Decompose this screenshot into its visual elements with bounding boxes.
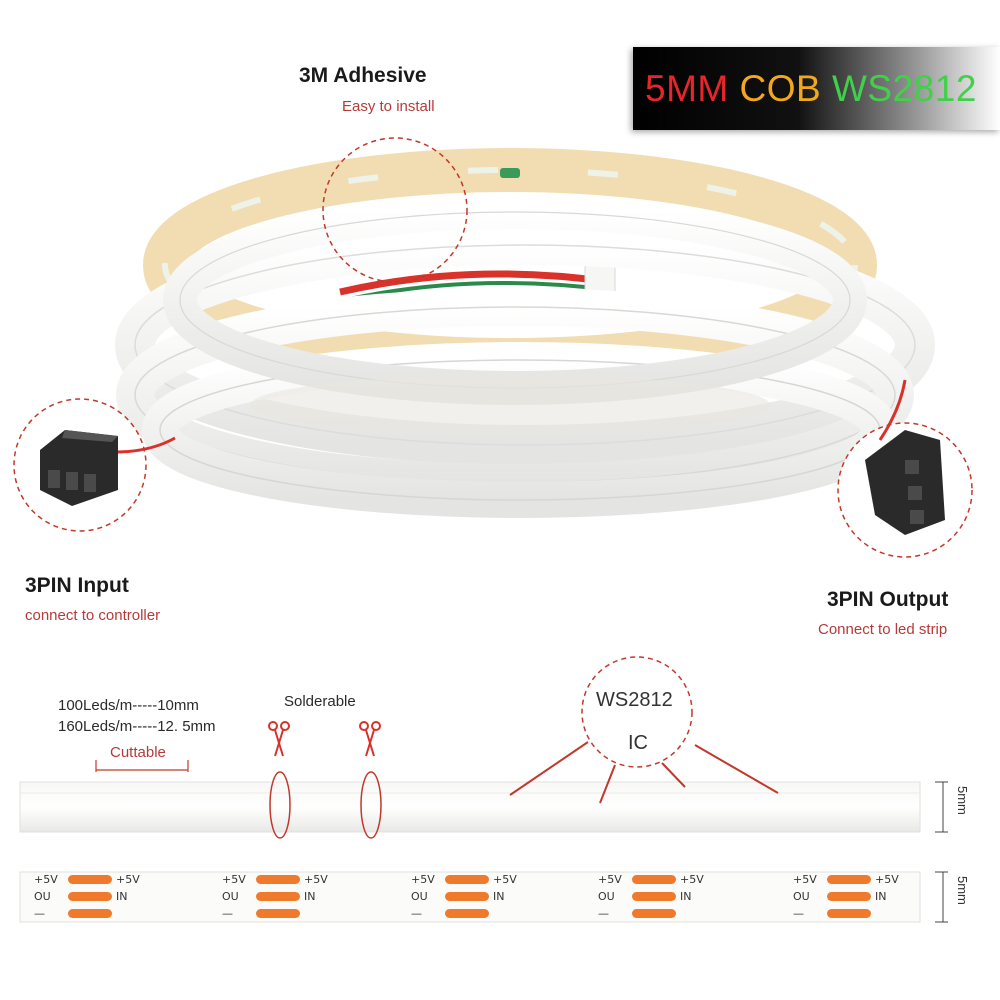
pad-label: IN [875,890,887,903]
pad-label: IN [493,890,505,903]
solderable-label: Solderable [284,693,356,710]
adhesive-title: 3M Adhesive [299,64,427,87]
adhesive-subtitle: Easy to install [342,98,435,115]
spec-100leds: 100Leds/m-----10mm [58,697,199,714]
solder-pad [632,892,676,901]
pad-label: — [793,907,804,920]
solder-pad [256,892,300,901]
product-title: 5MM COB WS2812 [645,68,977,110]
pad-label: +5V [875,873,899,886]
cob-strip [19,781,921,833]
pad-label: +5V [222,873,246,886]
solder-pad [445,892,489,901]
solder-pad [68,875,112,884]
spec-160leds: 160Leds/m-----12. 5mm [58,718,216,735]
solder-pad [827,909,871,918]
wire [339,270,611,296]
ic-callout-circle [581,656,693,768]
solder-pad [256,875,300,884]
ic-label: IC [628,732,648,754]
pad-label: OU [793,890,810,903]
pad-label: +5V [411,873,435,886]
strip-width-label: 5mm [955,786,970,815]
solder-pad [827,875,871,884]
pad-label: OU [34,890,51,903]
title-type: COB [739,68,822,109]
scissors-icon [268,721,290,757]
pad-label: +5V [304,873,328,886]
led-strip-coil [115,148,935,518]
output-title: 3PIN Output [827,588,949,611]
cuttable-bracket [95,760,189,772]
pad-label: +5V [34,873,58,886]
ic-pointer-lines [509,741,779,804]
solder-pad [445,909,489,918]
input-subtitle: connect to controller [25,607,161,624]
pad-label: OU [411,890,428,903]
solder-pad [445,875,489,884]
adhesive-callout-circle [322,137,468,283]
pcb-width-label: 5mm [955,876,970,905]
solder-pad [632,909,676,918]
solder-pad [827,892,871,901]
scissors-icon [359,721,381,757]
solder-pad [256,909,300,918]
pad-label: — [411,907,422,920]
pad-label: IN [116,890,128,903]
input-title: 3PIN Input [25,574,129,597]
cuttable-label: Cuttable [110,744,166,761]
pad-label: +5V [680,873,704,886]
output-subtitle: Connect to led strip [818,621,948,638]
pad-label: — [34,907,45,920]
title-size: 5MM [645,68,729,109]
dimension-bracket [935,781,948,923]
pad-label: IN [304,890,316,903]
wire [344,280,613,302]
solder-mark [360,771,382,839]
solder-pad [632,875,676,884]
pad-label: +5V [493,873,517,886]
title-badge [633,47,1000,130]
output-connector [837,379,973,558]
solder-pad [68,909,112,918]
input-connector [13,398,176,532]
pad-label: — [598,907,609,920]
pad-label: +5V [793,873,817,886]
solder-pad [68,892,112,901]
pad-label: OU [222,890,239,903]
pad-label: +5V [598,873,622,886]
pad-label: +5V [116,873,140,886]
ic-model-label: WS2812 [596,689,673,711]
solder-mark [269,771,291,839]
pad-label: IN [680,890,692,903]
pad-label: — [222,907,233,920]
title-chip: WS2812 [831,68,977,109]
pad-label: OU [598,890,615,903]
